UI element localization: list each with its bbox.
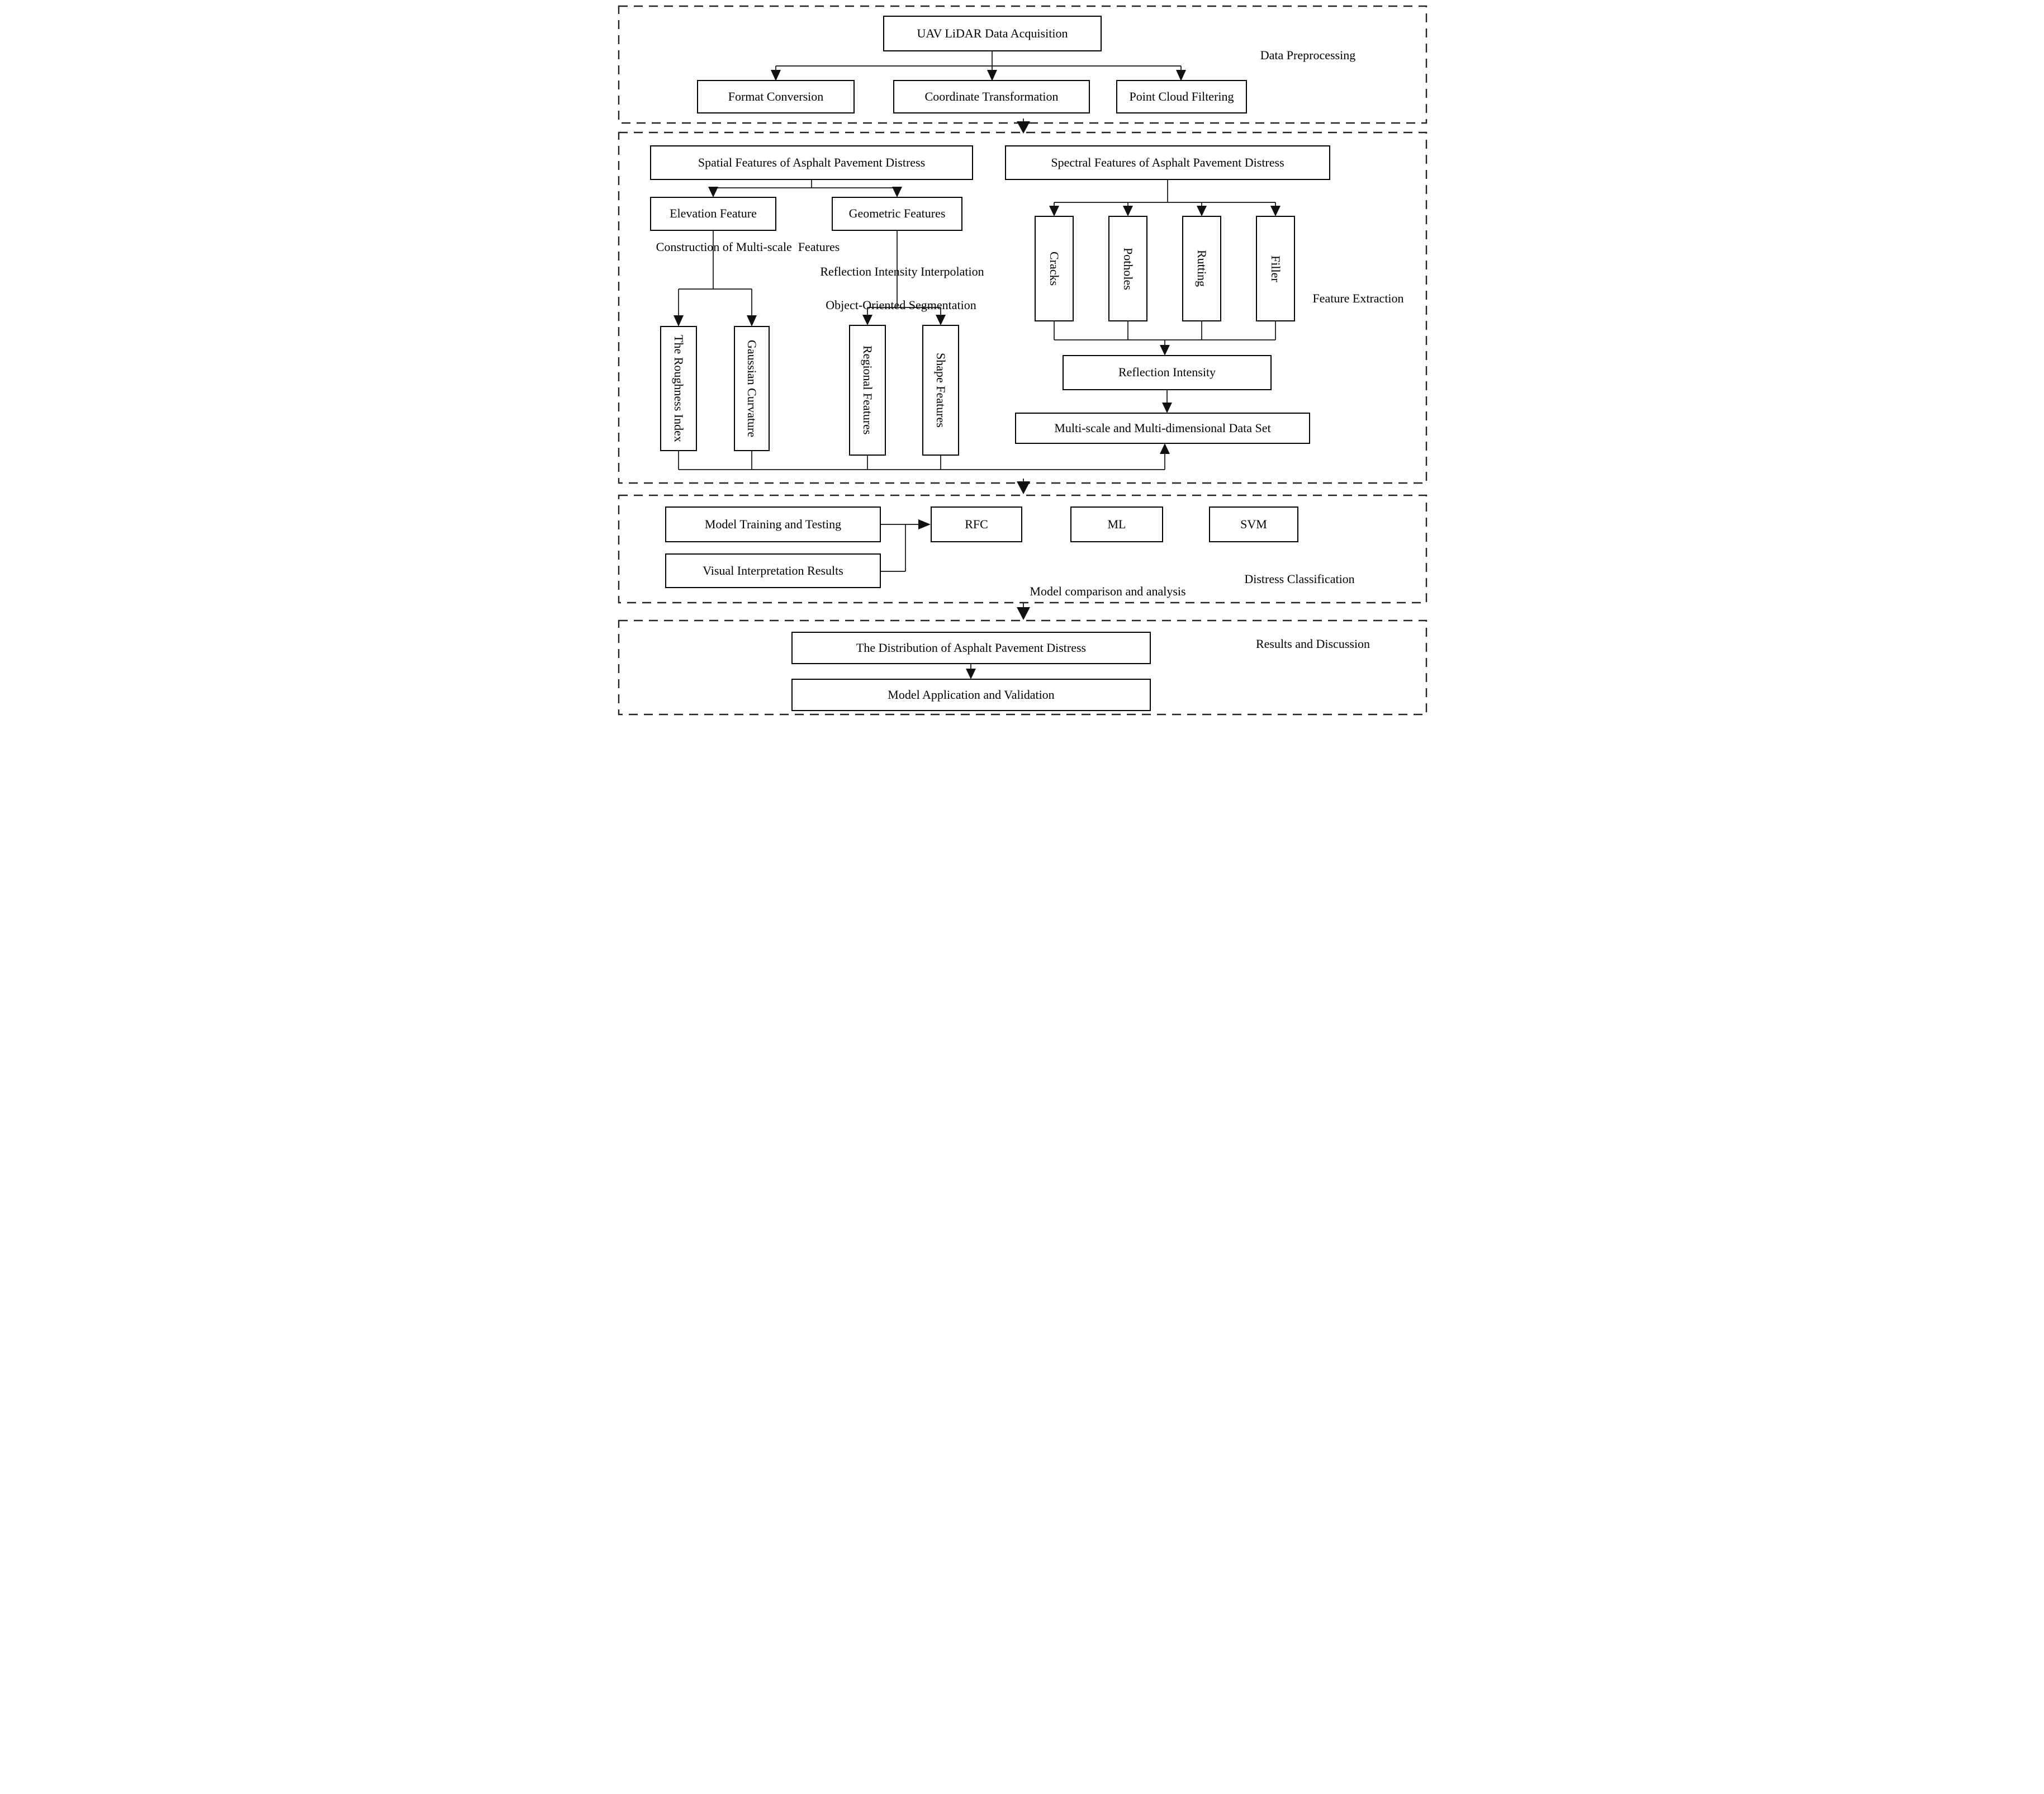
box-cracks: Cracks <box>1035 216 1074 321</box>
box-model-training-testing: Model Training and Testing <box>665 507 881 542</box>
label-feature-extraction: Feature Extraction <box>1312 291 1404 305</box>
box-format-conversion: Format Conversion <box>697 80 855 113</box>
label-data-preprocessing: Data Preprocessing <box>1260 48 1356 62</box>
connector-layer <box>618 5 1428 716</box>
box-geometric-features: Geometric Features <box>832 197 962 231</box>
box-multiscale-dataset: Multi-scale and Multi-dimensional Data S… <box>1015 413 1310 444</box>
box-reflection-intensity: Reflection Intensity <box>1063 355 1272 390</box>
box-distribution-distress: The Distribution of Asphalt Pavement Dis… <box>791 632 1151 664</box>
box-roughness-index: The Roughness Index <box>660 326 697 451</box>
box-filler: Filler <box>1256 216 1295 321</box>
box-svm: SVM <box>1209 507 1298 542</box>
flowchart: UAV LiDAR Data Acquisition Format Conver… <box>613 0 1431 718</box>
box-rfc: RFC <box>931 507 1022 542</box>
note-construction-multiscale: Construction of Multi-scale Features <box>656 240 840 254</box>
arrowheads <box>674 70 1281 679</box>
box-point-cloud-filtering: Point Cloud Filtering <box>1116 80 1247 113</box>
box-regional-features: Regional Features <box>849 325 886 456</box>
box-gaussian-curvature: Gaussian Curvature <box>734 326 770 451</box>
note-model-comparison: Model comparison and analysis <box>1030 584 1186 598</box>
box-spatial-features: Spatial Features of Asphalt Pavement Dis… <box>650 145 973 180</box>
box-rutting: Rutting <box>1182 216 1221 321</box>
box-ml: ML <box>1070 507 1163 542</box>
note-reflection-intensity-interpolation: Reflection Intensity Interpolation <box>820 264 984 278</box>
note-object-oriented-segmentation: Object-Oriented Segmentation <box>826 298 976 312</box>
box-model-application-validation: Model Application and Validation <box>791 679 1151 711</box>
box-coordinate-transformation: Coordinate Transformation <box>893 80 1090 113</box>
box-shape-features: Shape Features <box>922 325 959 456</box>
box-spectral-features: Spectral Features of Asphalt Pavement Di… <box>1005 145 1330 180</box>
box-uav-lidar-data-acquisition: UAV LiDAR Data Acquisition <box>883 16 1102 51</box>
label-results-discussion: Results and Discussion <box>1255 637 1370 651</box>
section-classification-border <box>618 494 1428 604</box>
label-distress-classification: Distress Classification <box>1244 572 1355 586</box>
box-elevation-feature: Elevation Feature <box>650 197 776 231</box>
section-results-border <box>618 619 1428 716</box>
box-visual-interpretation-results: Visual Interpretation Results <box>665 553 881 588</box>
box-potholes: Potholes <box>1108 216 1147 321</box>
